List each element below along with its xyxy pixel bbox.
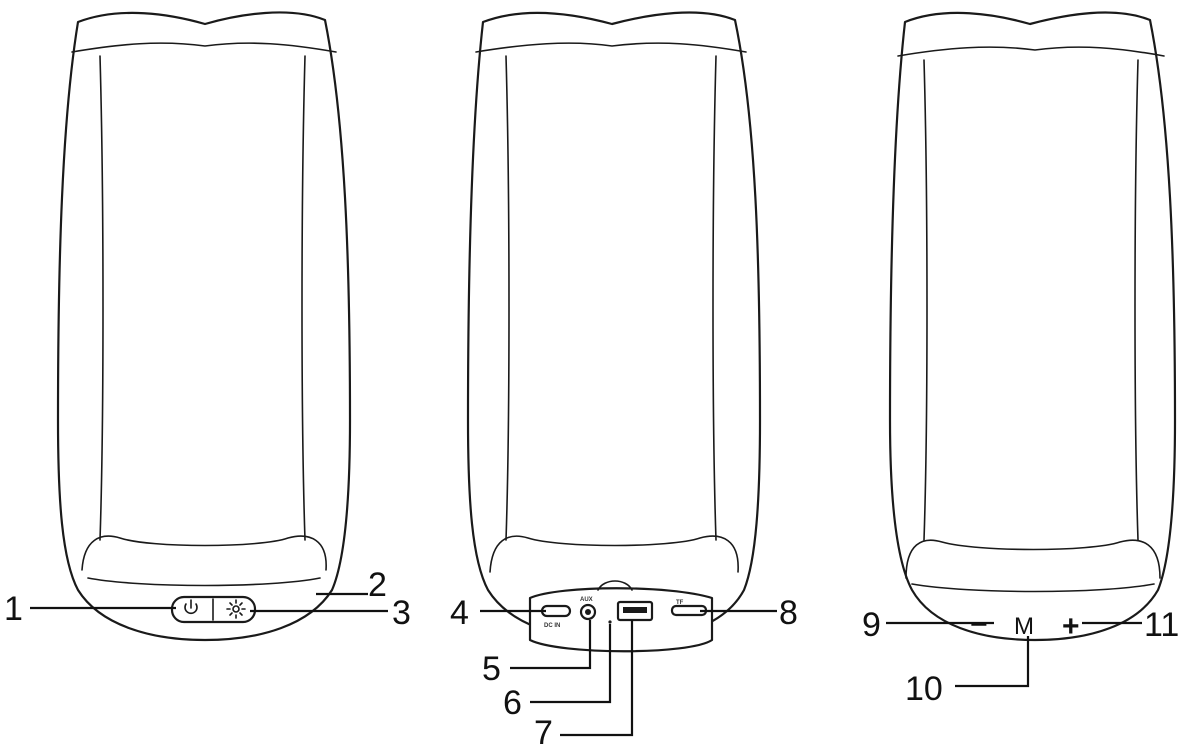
- speaker-back-view: DC IN AUX TF 4 5 6 7 8: [450, 11, 798, 745]
- callout-5: 5: [482, 650, 501, 688]
- speaker-side-body: [888, 11, 1177, 642]
- speaker-side-view: − M + 9 10 11: [862, 11, 1179, 708]
- reset-hole: [608, 620, 612, 624]
- minus-icon[interactable]: −: [970, 608, 988, 641]
- callout-3: 3: [392, 594, 411, 632]
- dc-in-label: DC IN: [544, 623, 560, 629]
- speaker-front-view: 1 2 3: [4, 11, 411, 642]
- plus-icon[interactable]: +: [1062, 610, 1080, 643]
- speaker-front-body: [56, 11, 352, 642]
- power-icon[interactable]: [184, 599, 198, 615]
- dc-in-port: [540, 604, 572, 618]
- callout-8: 8: [779, 594, 798, 632]
- callout-10: 10: [905, 670, 943, 708]
- callout-9: 9: [862, 606, 881, 644]
- speaker-back-body: [466, 11, 762, 642]
- callout-11: 11: [1144, 606, 1179, 644]
- leader-10: [955, 636, 1030, 688]
- leader-6: [530, 624, 612, 704]
- callout-4: 4: [450, 594, 469, 632]
- callout-1: 1: [4, 590, 23, 628]
- leader-7: [560, 620, 634, 737]
- aux-label: AUX: [580, 597, 593, 603]
- leader-5: [510, 620, 592, 670]
- callout-6: 6: [503, 684, 522, 722]
- callout-7: 7: [534, 714, 553, 745]
- tf-label: TF: [676, 600, 684, 606]
- mode-icon[interactable]: M: [1014, 613, 1034, 640]
- light-icon[interactable]: [226, 599, 246, 619]
- callout-2: 2: [368, 566, 387, 604]
